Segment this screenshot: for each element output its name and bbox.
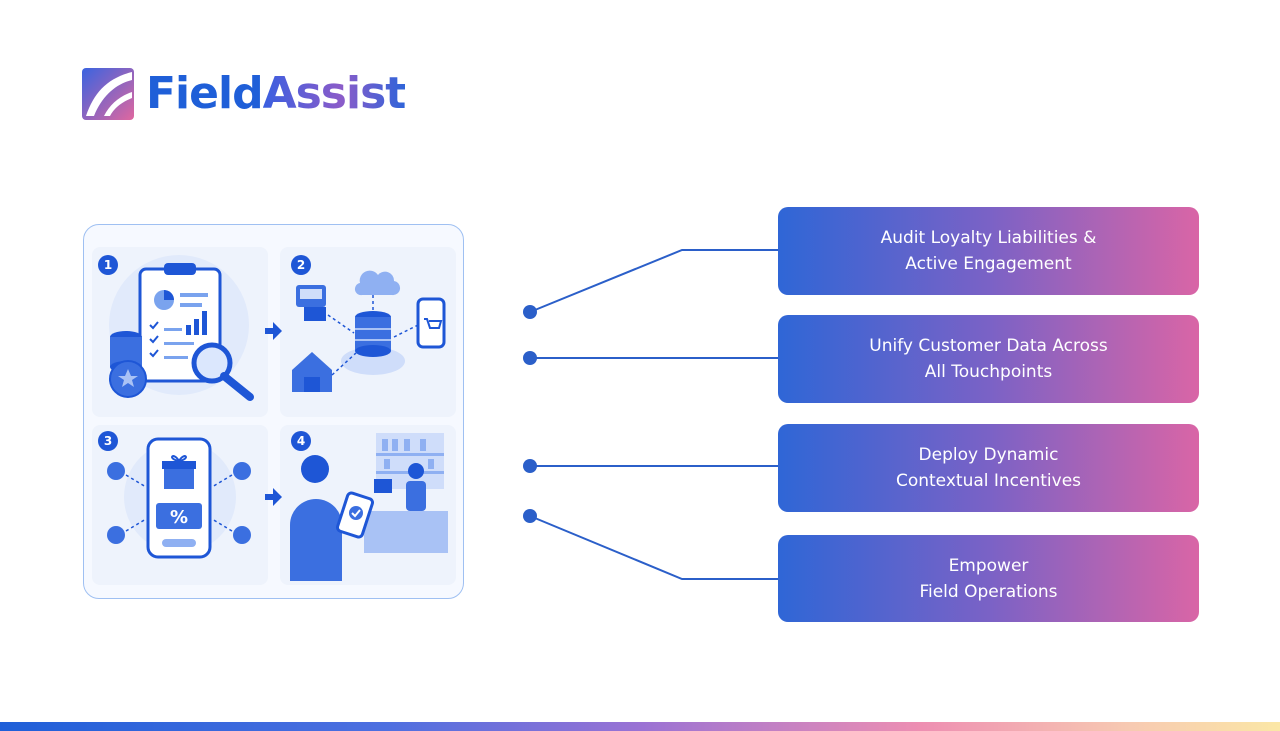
brand-logo: FieldAssist — [82, 66, 406, 122]
connector-dot-2 — [523, 351, 537, 365]
connector-dot-1 — [523, 305, 537, 319]
arrow-right-icon — [265, 488, 282, 506]
footer-gradient-bar — [0, 722, 1280, 731]
step-box-line1: Empower — [948, 555, 1029, 576]
step-number-2: 2 — [291, 255, 311, 275]
connector-1 — [529, 249, 778, 313]
step-box-line2: Active Engagement — [905, 254, 1072, 274]
step-box-line1: Unify Customer Data Across — [869, 336, 1108, 356]
connector-dot-3 — [523, 459, 537, 473]
step-box-line1: Audit Loyalty Liabilities & — [880, 228, 1097, 248]
brand-wordmark: FieldAssist — [146, 72, 406, 116]
step-box-line2: Field Operations — [919, 581, 1058, 602]
step-box-empower: Empower Field Operations — [778, 535, 1199, 622]
connector-dot-4 — [523, 509, 537, 523]
step-box-line2: Contextual Incentives — [895, 471, 1082, 491]
phone-incentive-icon: % — [107, 437, 251, 559]
connector-4 — [529, 515, 778, 580]
step-box-unify: Unify Customer Data Across All Touchpoin… — [778, 315, 1199, 403]
step-number-1: 1 — [98, 255, 118, 275]
step-number-4: 4 — [291, 431, 311, 451]
brand-name-part2: Assist — [262, 68, 407, 119]
step-box-line1: Deploy Dynamic — [918, 445, 1059, 465]
field-rep-store-icon — [290, 433, 448, 581]
step-box-deploy: Deploy Dynamic Contextual Incentives — [778, 424, 1199, 512]
brand-name-part1: Field — [146, 68, 264, 119]
step-number-3: 3 — [98, 431, 118, 451]
svg-text:%: % — [170, 507, 188, 528]
database-hub-icon — [292, 270, 446, 392]
illustration-card: % — [83, 224, 464, 599]
fieldassist-logo-icon — [82, 68, 134, 120]
arrow-right-icon — [265, 322, 282, 340]
step-box-audit: Audit Loyalty Liabilities & Active Engag… — [778, 207, 1199, 295]
process-illustration: % — [107, 255, 448, 581]
step-box-line2: All Touchpoints — [924, 362, 1053, 382]
clipboard-audit-icon — [109, 255, 254, 401]
